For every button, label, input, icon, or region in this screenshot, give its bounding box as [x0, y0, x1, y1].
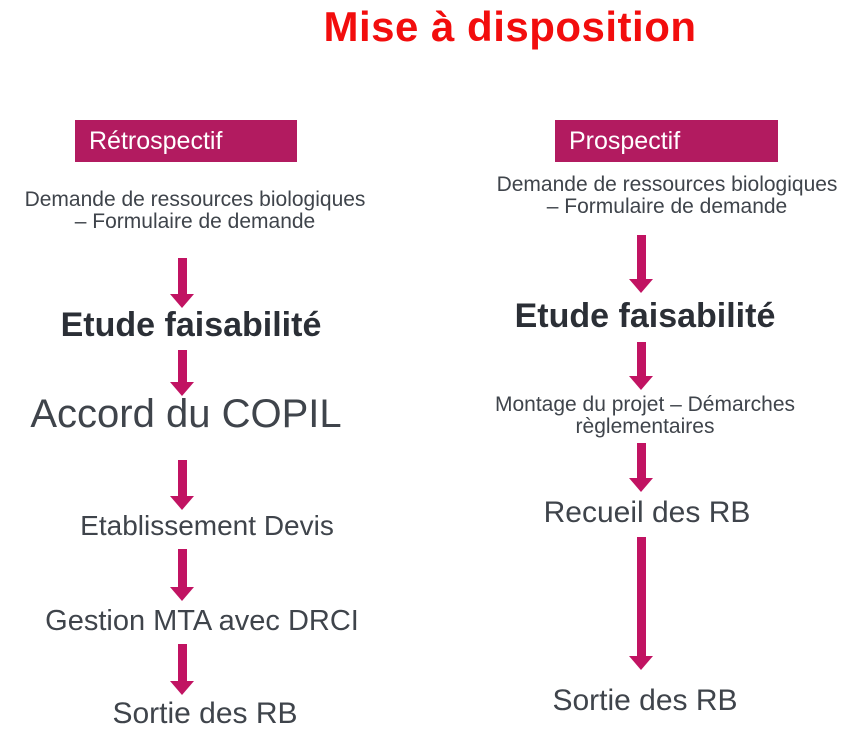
flow-arrow-down-icon — [170, 549, 194, 601]
flow-arrow-down-icon — [170, 258, 194, 308]
step-sortie-rb-retrospectif: Sortie des RB — [112, 697, 298, 730]
step-etude-faisabilite-prospectif: Etude faisabilité — [514, 297, 776, 335]
step-etude-faisabilite-retrospectif: Etude faisabilité — [60, 306, 322, 344]
arrow-head — [170, 382, 194, 396]
arrow-head — [170, 294, 194, 308]
step-etablissement-devis: Etablissement Devis — [80, 510, 334, 541]
flow-arrow-down-icon — [170, 460, 194, 510]
column-header-retrospectif: Rétrospectif — [75, 120, 297, 162]
column-header-prospectif: Prospectif — [555, 120, 778, 162]
arrow-shaft — [636, 537, 646, 656]
arrow-head — [629, 656, 653, 670]
page-title: Mise à disposition — [323, 3, 697, 50]
arrow-shaft — [177, 350, 187, 382]
arrow-shaft — [177, 258, 187, 294]
step-sortie-rb-prospectif: Sortie des RB — [552, 684, 738, 717]
step-recueil-rb: Recueil des RB — [543, 496, 751, 529]
step-montage-projet: Montage du projet – Démarches règlementa… — [495, 393, 795, 438]
arrow-shaft — [636, 235, 646, 279]
flow-arrow-down-icon — [629, 235, 653, 293]
step-gestion-mta-drci: Gestion MTA avec DRCI — [45, 605, 359, 637]
arrow-head — [629, 376, 653, 390]
flow-arrow-down-icon — [629, 443, 653, 492]
arrow-head — [170, 587, 194, 601]
flow-arrow-down-icon — [629, 342, 653, 390]
arrow-head — [170, 681, 194, 695]
step-demande-retrospectif: Demande de ressources biologiques – Form… — [24, 188, 366, 233]
arrow-shaft — [177, 460, 187, 496]
arrow-head — [629, 279, 653, 293]
arrow-shaft — [177, 644, 187, 681]
flow-arrow-down-long-icon — [629, 537, 653, 670]
flow-arrow-down-icon — [170, 350, 194, 396]
arrow-head — [629, 478, 653, 492]
arrow-head — [170, 496, 194, 510]
flow-arrow-down-icon — [170, 644, 194, 695]
arrow-shaft — [636, 342, 646, 376]
step-accord-copil: Accord du COPIL — [30, 392, 342, 436]
arrow-shaft — [177, 549, 187, 587]
step-demande-prospectif: Demande de ressources biologiques – Form… — [496, 173, 838, 218]
arrow-shaft — [636, 443, 646, 478]
